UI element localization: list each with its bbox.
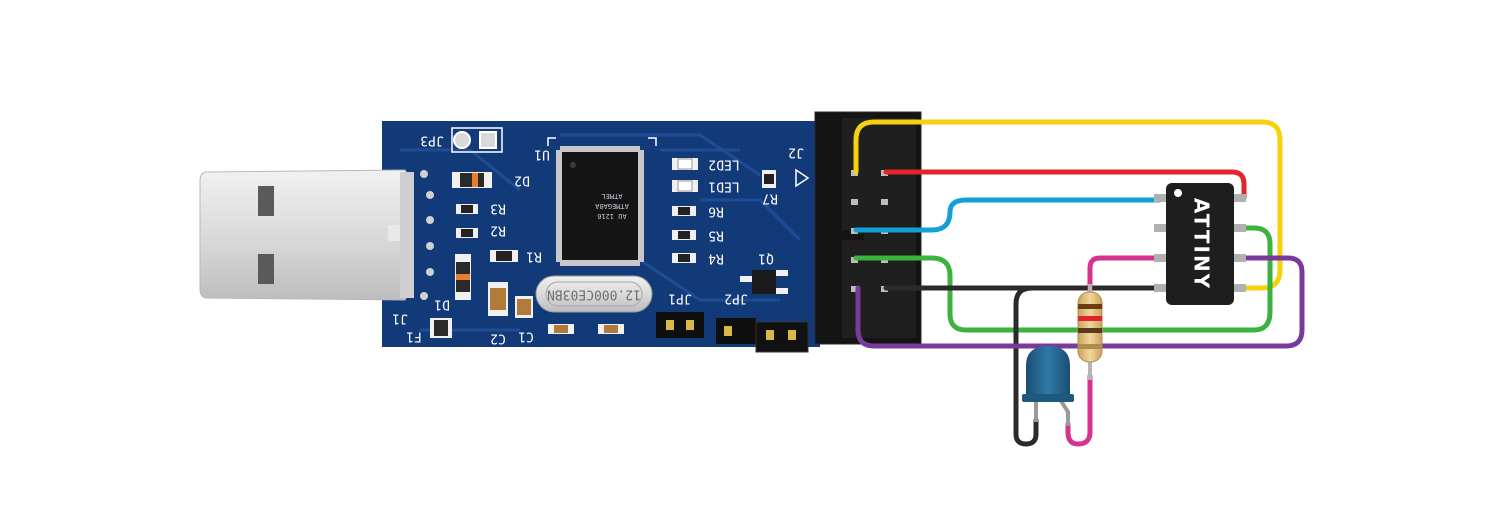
- label-d1: D1: [434, 297, 450, 312]
- band-1: [1078, 304, 1102, 309]
- usb-window-bottom: [258, 254, 274, 284]
- attiny-chip: ATTINY: [1154, 183, 1246, 305]
- resistor: [1077, 284, 1103, 380]
- label-d2: D2: [514, 173, 530, 188]
- pin1-arrow: [795, 168, 810, 188]
- label-r3: R3: [490, 201, 506, 216]
- wire-black: [883, 285, 1163, 447]
- smd-leds: [672, 158, 698, 192]
- atmega8-mcu: ATMEL ATMEGA8A AU 1216: [556, 146, 644, 266]
- label-r7: R7: [762, 191, 778, 206]
- jp1-header: [656, 312, 704, 338]
- label-u1: U1: [534, 147, 550, 162]
- label-q1: Q1: [758, 251, 774, 266]
- pin1-dot: [1174, 189, 1182, 197]
- mcu-marking-2: ATMEGA8A: [594, 202, 629, 210]
- label-j1: J1: [392, 311, 408, 326]
- band-3: [1078, 328, 1102, 333]
- crystal-label: 12.000CE03BN: [547, 287, 641, 302]
- silkscreen: JP3 U1 D2 R3 R2 R1 D1 J1 F1 C2 C1 JP1 JP…: [392, 133, 810, 346]
- wire-green: [853, 225, 1273, 333]
- jp3-header: [451, 127, 503, 153]
- wire-blue: [853, 197, 1163, 233]
- label-jp2: JP2: [724, 291, 747, 306]
- label-r6: R6: [708, 204, 724, 219]
- label-c1: C1: [518, 329, 534, 344]
- usb-a-plug: [199, 169, 414, 301]
- wire-yellow: [853, 119, 1283, 291]
- mcu-marking-1: ATMEL: [601, 192, 622, 200]
- diode-d2: [452, 172, 492, 188]
- label-r5: R5: [708, 228, 724, 243]
- wire-red: [883, 169, 1247, 201]
- transistor-q1: [740, 270, 788, 294]
- band-4: [1078, 344, 1102, 349]
- blue-led: [1022, 346, 1074, 426]
- label-jp3: JP3: [420, 133, 443, 148]
- label-f1: F1: [406, 329, 422, 344]
- label-r1: R1: [526, 249, 542, 264]
- usb-window-top: [258, 186, 274, 216]
- diode-d1: [455, 254, 471, 300]
- band-2: [1078, 316, 1102, 321]
- label-r2: R2: [490, 223, 506, 238]
- label-led2: LED2: [708, 157, 739, 172]
- capacitors: [430, 282, 624, 338]
- label-jp1: JP1: [668, 291, 691, 306]
- mcu-marking-3: AU 1216: [597, 212, 627, 220]
- smd-resistors: [456, 170, 776, 263]
- label-j2: J2: [788, 145, 804, 160]
- wires: [853, 119, 1305, 447]
- wire-pink: [1065, 255, 1163, 447]
- label-r4: R4: [708, 251, 724, 266]
- usbasp-programmer-board: ATMEL ATMEGA8A AU 1216 12.000CE03BN: [199, 111, 922, 353]
- chip-label: ATTINY: [1190, 198, 1214, 290]
- label-led1: LED1: [708, 179, 739, 194]
- wire-purple: [855, 255, 1305, 349]
- usb-pads: [420, 170, 434, 300]
- crystal-12mhz: 12.000CE03BN: [535, 275, 653, 313]
- jp2-header: [716, 318, 809, 353]
- label-c2: C2: [490, 331, 506, 346]
